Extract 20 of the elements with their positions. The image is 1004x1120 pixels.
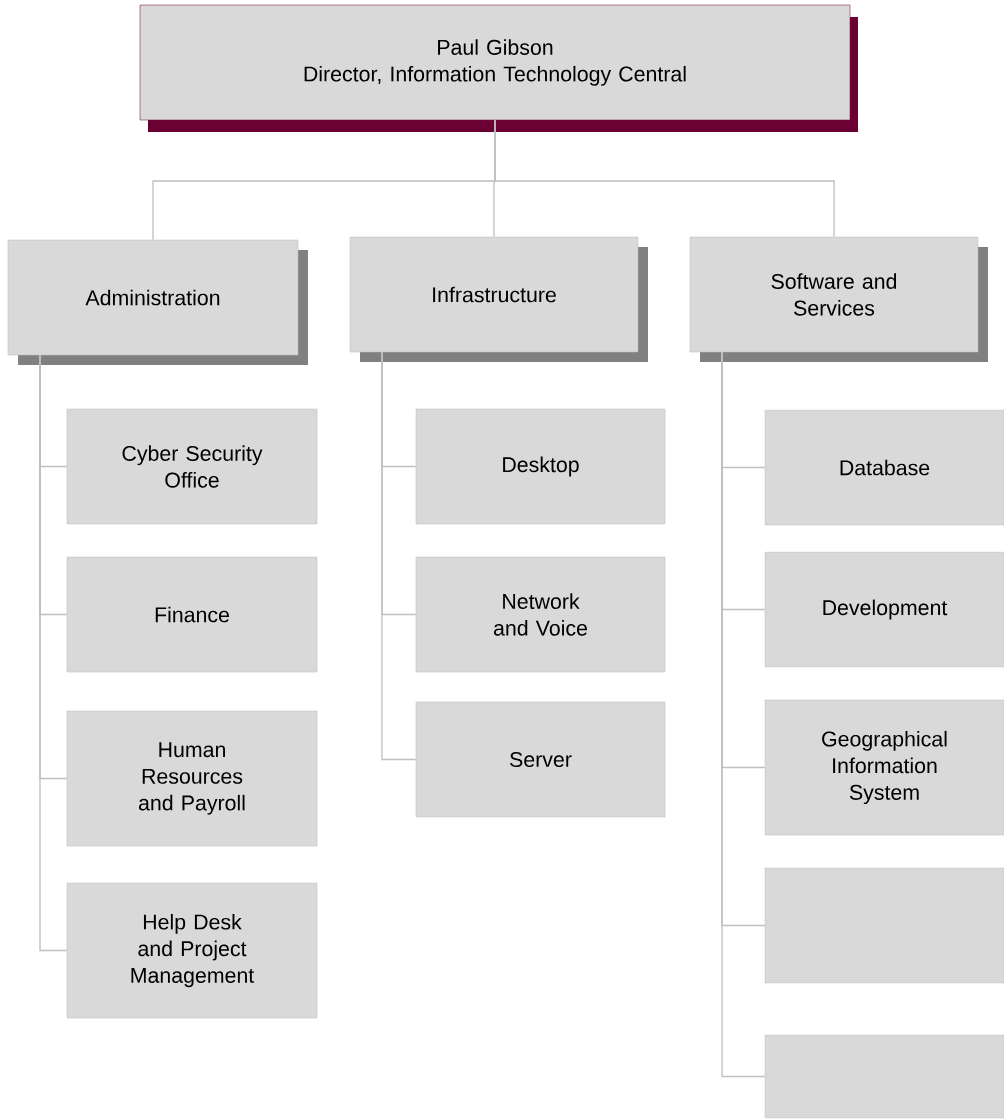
department-box: Infrastructure	[349, 236, 648, 362]
connector-line	[381, 351, 417, 761]
unit-box	[764, 867, 1004, 984]
unit-box	[764, 1034, 1004, 1119]
unit-box: Finance	[66, 556, 318, 673]
unit-box: Help Desk and Project Management	[66, 882, 318, 1019]
unit-box: Database	[764, 409, 1004, 526]
unit-box: Human Resources and Payroll	[66, 710, 318, 847]
unit-box: Network and Voice	[415, 556, 666, 673]
department-box: Software and Services	[689, 236, 988, 362]
department-box: Administration	[7, 239, 308, 365]
unit-box: Server	[415, 701, 666, 818]
connector-line	[494, 119, 835, 238]
connector-line	[39, 354, 68, 952]
connector-line	[721, 351, 766, 1078]
unit-box: Cyber Security Office	[66, 408, 318, 525]
title-box: Paul Gibson Director, Information Technology Central	[139, 4, 858, 132]
unit-box: Desktop	[415, 408, 666, 525]
unit-box: Geographical Information System	[764, 699, 1004, 836]
unit-box: Development	[764, 551, 1004, 668]
